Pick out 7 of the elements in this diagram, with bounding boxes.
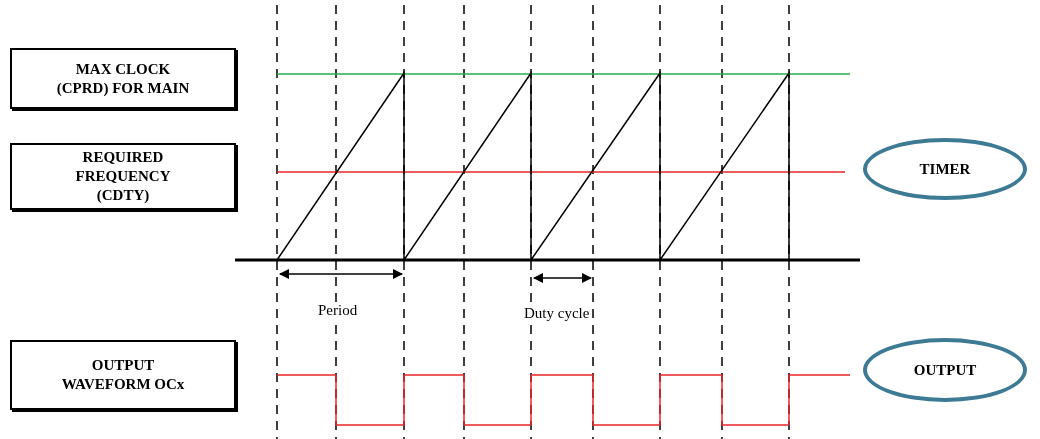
output-oval: OUTPUT: [863, 338, 1027, 402]
dimension-label: Duty cycle: [524, 305, 590, 322]
label-box: REQUIRED FREQUENCY (CDTY): [10, 143, 236, 210]
dimension-label: Period: [318, 302, 358, 319]
label-box: MAX CLOCK (CPRD) FOR MAIN: [10, 48, 236, 109]
timer-oval: TIMER: [863, 138, 1027, 200]
label-box: OUTPUT WAVEFORM OCx: [10, 340, 236, 410]
